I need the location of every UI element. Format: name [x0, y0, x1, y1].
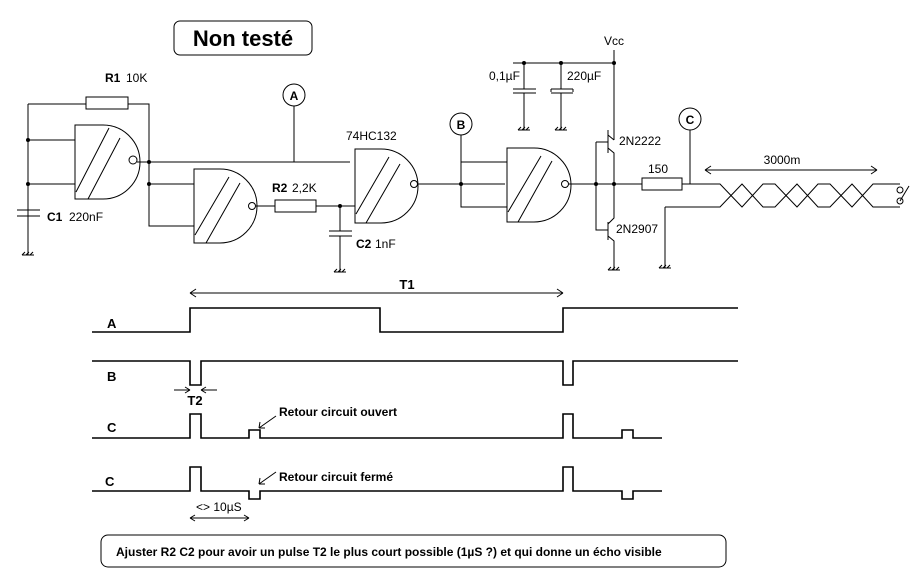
- svg-text:C: C: [686, 113, 695, 127]
- cable-length-label: 3000m: [764, 153, 801, 167]
- r-out-label: 150: [648, 162, 668, 176]
- title-text: Non testé: [193, 26, 293, 51]
- ic-label: 74HC132: [346, 129, 397, 143]
- t2-label: T2: [187, 393, 202, 408]
- waveform-c-closed: [92, 466, 662, 500]
- r2-resistor: [274, 199, 317, 213]
- svg-text:B: B: [457, 118, 466, 132]
- timing-diagram: T1 A B T2 C Retour circuit ouvert C Reto…: [92, 277, 738, 522]
- q2-label: 2N2907: [616, 222, 658, 236]
- delay-arrow: [189, 514, 250, 522]
- cap-small-label: 0,1µF: [489, 69, 520, 83]
- output-stage: Vcc 0,1µF 220µF 2N2222 2N2907 150 C: [489, 34, 910, 271]
- r1-resistor: [85, 96, 129, 110]
- c2-ref: C2: [356, 237, 372, 251]
- c1-value: 220nF: [69, 210, 103, 224]
- nand-gate-3: [354, 148, 419, 224]
- t2-arrows: [174, 386, 217, 394]
- footer-note-box: Ajuster R2 C2 pour avoir un pulse T2 le …: [100, 534, 727, 568]
- t1-label: T1: [399, 277, 414, 292]
- nand-gate-1: [74, 124, 141, 200]
- q1-transistor: [607, 130, 615, 184]
- c1-ref: C1: [47, 210, 63, 224]
- r1-value: 10K: [126, 71, 147, 85]
- r2-value: 2,2K: [292, 181, 317, 195]
- title-badge: Non testé: [173, 20, 313, 56]
- twisted-pair-cable: [658, 183, 910, 269]
- row-label-b: B: [107, 369, 116, 384]
- annotation-open-circuit: Retour circuit ouvert: [279, 405, 397, 419]
- q2-transistor: [607, 184, 615, 270]
- row-label-c-closed: C: [105, 474, 115, 489]
- svg-text:A: A: [290, 89, 299, 103]
- nand-gate-4: [506, 147, 572, 223]
- r2-ref: R2: [272, 181, 288, 195]
- oscillator-section: C1 220nF R1 10K R2 2,2K C2 1nF A 74HC132…: [17, 71, 614, 273]
- probe-a: [282, 83, 306, 107]
- end-switch: [899, 185, 910, 202]
- row-label-c-open: C: [107, 420, 117, 435]
- nand-gate-2: [193, 168, 258, 244]
- delay-label: <> 10µS: [196, 500, 242, 514]
- waveform-a: [92, 307, 738, 333]
- t1-arrow: [189, 288, 564, 298]
- r-out-resistor: [641, 177, 683, 191]
- r1-ref: R1: [105, 71, 121, 85]
- vcc-label: Vcc: [604, 34, 624, 48]
- waveform-c-open: [92, 413, 662, 439]
- waveform-b: [92, 360, 738, 386]
- c2-value: 1nF: [375, 237, 396, 251]
- cap-large-label: 220µF: [567, 69, 601, 83]
- row-label-a: A: [107, 316, 117, 331]
- footer-note: Ajuster R2 C2 pour avoir un pulse T2 le …: [116, 545, 662, 559]
- q1-label: 2N2222: [619, 134, 661, 148]
- annotation-closed-circuit: Retour circuit fermé: [279, 470, 393, 484]
